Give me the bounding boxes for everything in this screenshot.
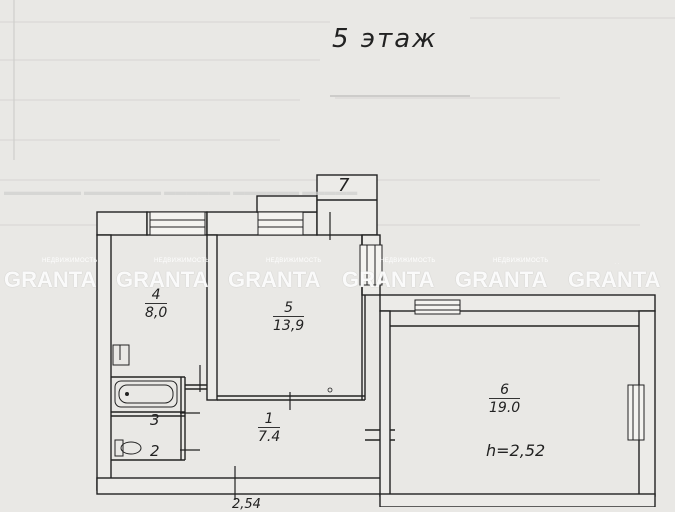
watermark-sub: НЕДВИЖИМОСТЬ xyxy=(606,263,662,264)
watermark: НЕДВИЖИМОСТЬ GRANTA xyxy=(342,258,454,293)
room-number: 5 xyxy=(273,300,305,318)
room-4-label: 4 8,0 xyxy=(145,287,168,322)
room-area: 13,9 xyxy=(273,318,305,335)
watermark: НЕДВИЖИМОСТЬ GRANTA xyxy=(4,258,116,293)
bottom-dimension: 2,54 xyxy=(232,497,261,512)
room-number: 1 xyxy=(258,411,281,429)
room-number: 4 xyxy=(145,287,168,305)
watermark: НЕДВИЖИМОСТЬ GRANTA xyxy=(568,263,673,293)
toilet xyxy=(114,439,142,457)
room-3-label: 3 xyxy=(150,411,160,429)
watermark-brand: GRANTA xyxy=(455,267,548,292)
watermark-sub: НЕДВИЖИМОСТЬ xyxy=(154,258,210,264)
watermark-row: НЕДВИЖИМОСТЬ GRANTA НЕДВИЖИМОСТЬ GRANTA … xyxy=(0,258,675,293)
watermark: НЕДВИЖИМОСТЬ GRANTA xyxy=(455,258,567,293)
room-area: 19.0 xyxy=(489,400,521,417)
watermark-brand: GRANTA xyxy=(228,267,321,292)
bathtub xyxy=(114,380,178,408)
watermark-sub: НЕДВИЖИМОСТЬ xyxy=(493,258,549,264)
watermark-brand: GRANTA xyxy=(116,267,209,292)
bleed-text: ▬▬▬▬▬▬▬ ▬▬▬▬▬▬▬ ▬▬▬▬▬▬ ▬▬▬▬▬▬ ▬▬▬▬▬ xyxy=(4,186,358,198)
room-1-label: 1 7.4 xyxy=(258,411,281,446)
watermark-brand: GRANTA xyxy=(342,267,435,292)
watermark-brand: GRANTA xyxy=(568,267,661,292)
door-knob xyxy=(327,387,333,393)
room-5-label: 5 13,9 xyxy=(273,300,305,335)
room-number: 6 xyxy=(489,382,521,400)
room-area: 7.4 xyxy=(258,429,281,446)
watermark-sub: НЕДВИЖИМОСТЬ xyxy=(266,258,322,264)
watermark-sub: НЕДВИЖИМОСТЬ xyxy=(380,258,436,264)
watermark: НЕДВИЖИМОСТЬ GRANTA xyxy=(116,258,228,293)
room-6-label: 6 19.0 xyxy=(489,382,521,417)
door-marks xyxy=(180,212,331,500)
ceiling-height-label: h=2,52 xyxy=(486,441,546,460)
stair-label: 7 xyxy=(338,175,350,196)
windows xyxy=(149,211,645,441)
background-ruling xyxy=(0,17,675,226)
floor-title: 5 этаж xyxy=(332,24,438,54)
watermark-sub: НЕДВИЖИМОСТЬ xyxy=(42,258,98,264)
room-area: 8,0 xyxy=(145,305,168,322)
watermark-brand: GRANTA xyxy=(4,267,97,292)
room-2-label: 2 xyxy=(150,442,160,460)
watermark: НЕДВИЖИМОСТЬ GRANTA xyxy=(228,258,340,293)
sink xyxy=(112,344,130,366)
